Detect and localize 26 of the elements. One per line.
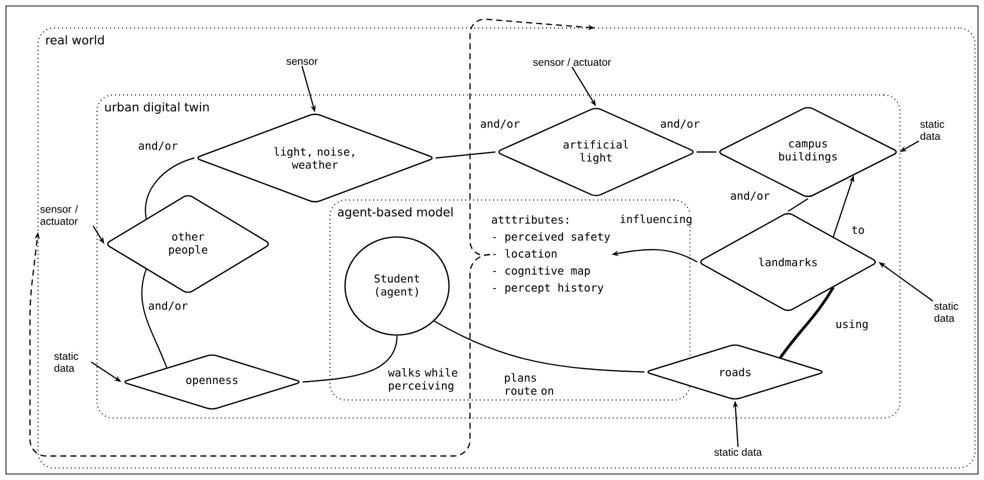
edge-label: to — [850, 225, 866, 235]
connector — [302, 336, 398, 383]
connector — [141, 269, 168, 368]
container-title: real world — [46, 35, 104, 44]
container-title: urban digital twin — [105, 102, 209, 114]
source-label: static data — [934, 302, 958, 322]
source-label: sensor / actuator — [533, 58, 611, 66]
connector — [696, 151, 716, 153]
edge-label: influencing — [618, 214, 694, 226]
edge-label: walks while perceiving — [387, 367, 469, 393]
edge-label: using — [834, 318, 870, 332]
source-label: static data — [54, 352, 78, 372]
edge-label: plans route on — [503, 372, 561, 396]
connector — [434, 320, 644, 373]
container-title: agent-based model — [338, 207, 452, 219]
source-label: static data — [920, 120, 944, 140]
connector — [436, 151, 496, 159]
edge-label: and/or — [137, 140, 179, 152]
connector — [788, 198, 808, 212]
attribute-list: atttributes: - perceived safety - location - cognitive map - percept history — [492, 215, 610, 294]
source-label: sensor / actuator — [40, 205, 78, 225]
source-label: static data — [714, 448, 762, 456]
connector — [779, 286, 835, 358]
source-label: sensor — [286, 59, 318, 65]
connector — [144, 157, 195, 219]
edge-label: and/or — [147, 300, 189, 312]
